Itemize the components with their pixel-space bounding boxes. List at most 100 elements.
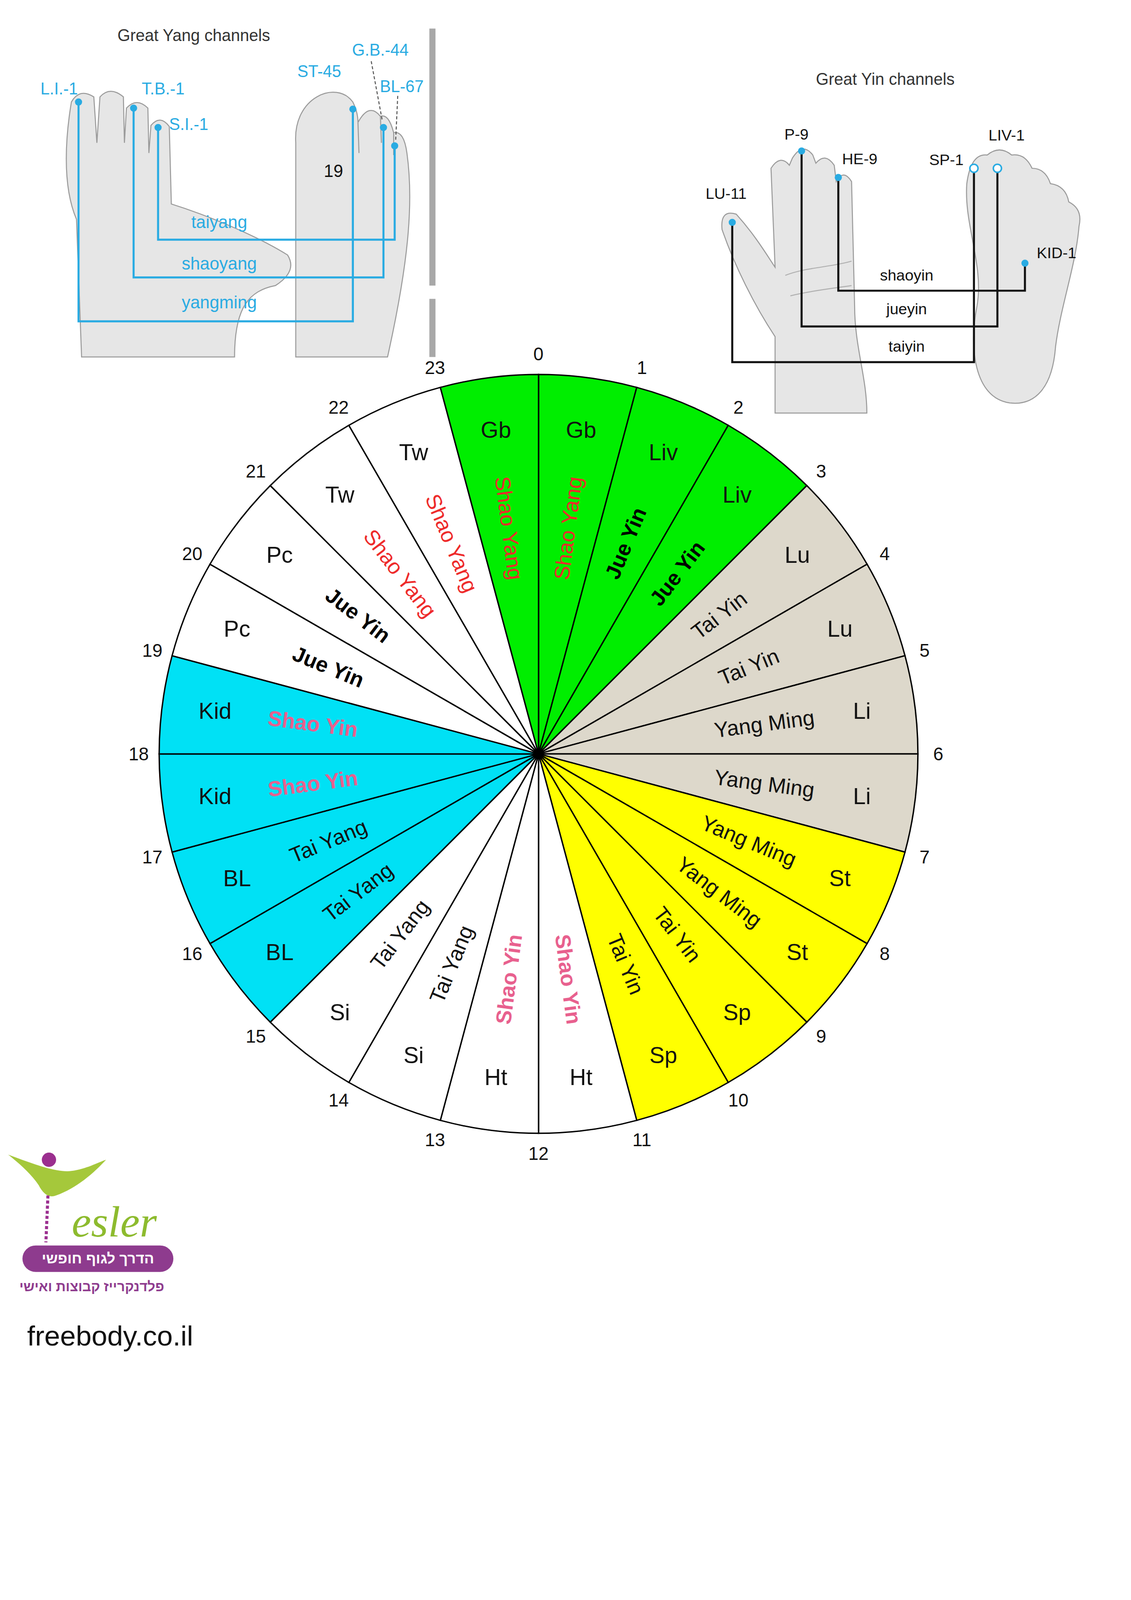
toe-line [357,116,394,156]
organ-name: Sp [723,1000,752,1026]
hour-number: 4 [879,543,890,564]
organ-name: Li [853,698,872,724]
organ-name: St [829,866,851,892]
logo-dot [41,1152,57,1167]
hour-number: 22 [328,397,349,418]
acupoint [349,105,357,113]
organ-name: Liv [722,482,752,508]
sector-wedge [440,374,539,754]
hour-number: 12 [528,1143,549,1164]
acupoint [74,98,83,106]
hour-number: 11 [632,1129,652,1150]
website-url: freebody.co.il [26,1320,193,1352]
panel-title: Great Yang channels [117,26,270,45]
hour-number: 15 [245,1026,267,1047]
logo-wordmark: esler [71,1197,157,1246]
logo-slogan: הדרך לגוף חופשי [41,1250,155,1267]
panel-title: Great Yin channels [815,70,955,89]
acupoint [1021,259,1029,267]
acupoint [728,218,737,227]
acupoint [993,164,1002,173]
organ-name: Kid [198,698,232,724]
channel-label: shaoyin [879,266,934,284]
sector-wedge [538,753,637,1134]
acupoint [379,124,388,132]
organ-name: Sp [649,1042,678,1068]
sector-shape [159,374,919,1134]
hour-number: 21 [245,461,267,482]
organ-name: Tw [325,482,355,508]
point-name: SP-1 [928,151,964,169]
organ-name: BL [223,866,251,892]
organ-name: Pc [266,542,293,568]
sector-wedge [538,655,919,754]
hour-number: 14 [328,1089,349,1111]
shaoyang-line [133,108,384,278]
acupoint [970,164,979,173]
organ-name: Li [853,783,872,809]
hour-number: 1 [636,357,647,378]
organ-name: BL [265,939,294,965]
point-name: BL-67 [379,77,424,96]
point-name: LU-11 [705,185,747,203]
hour-number: 6 [933,743,944,764]
hour-number: 19 [142,640,163,661]
sector-wedge [159,753,539,852]
organ-name: Si [329,1000,350,1026]
organ-name: Liv [648,439,679,465]
hour-number: 10 [728,1089,749,1111]
divider-bar [429,298,436,357]
acupoint [834,173,842,182]
logo-pill [22,1245,174,1272]
foot-outline [966,150,1080,404]
organ-name: Lu [784,542,810,568]
organ-name: Ht [569,1064,593,1090]
organ-name: Gb [480,417,512,443]
organ-name: Kid [198,783,232,809]
clock-sector: GbShao Yang [159,374,919,1134]
point-name: KID-1 [1036,244,1077,262]
sector-wedge [348,387,539,754]
point-name: P-9 [784,125,809,143]
channel-label: yangming [181,293,257,313]
channel-label: taiyang [191,212,248,233]
yangming-line [78,102,353,322]
leader-line [371,61,398,140]
organ-name: St [786,939,809,965]
hour-number: 16 [181,943,203,964]
organ-name: Gb [565,417,597,443]
point-name: S.I.-1 [169,115,209,134]
point-name: HE-9 [841,150,877,168]
hour-number: 17 [142,846,163,867]
hour-number: 3 [815,461,826,482]
acupoint [129,104,138,112]
hour-number: 9 [815,1026,826,1047]
organ-name: Ht [484,1064,508,1090]
logo-subtitle: פלדנקרייז קבוצות ואישי [19,1278,165,1294]
point-name: G.B.-44 [352,41,409,60]
organ-name: Si [403,1042,424,1068]
acupoint [154,124,162,132]
logo-stem [46,1195,48,1243]
jueyin-line [801,150,998,327]
organ-name: Pc [223,616,251,642]
point-name: L.I.-1 [40,79,78,99]
hour-number: 5 [919,640,930,661]
hour-number: 2 [733,397,744,418]
acupoint [391,142,399,150]
point-name: LIV-1 [988,127,1025,145]
channel-label: shaoyang [181,254,257,274]
hour-number: 23 [425,357,446,378]
taiyang-line [158,127,395,240]
hour-number: 8 [879,943,890,964]
channel-label: taiyin [888,338,925,356]
point-name: T.B.-1 [141,79,185,99]
hand-outline [66,91,291,358]
callout-number: 19 [323,161,343,182]
logo-swoosh [8,1154,107,1197]
hour-number: 13 [425,1129,446,1150]
hour-number: 18 [128,743,150,764]
acupoint [798,147,806,155]
taiyin-line [732,172,975,363]
organ-name: Tw [399,439,429,465]
